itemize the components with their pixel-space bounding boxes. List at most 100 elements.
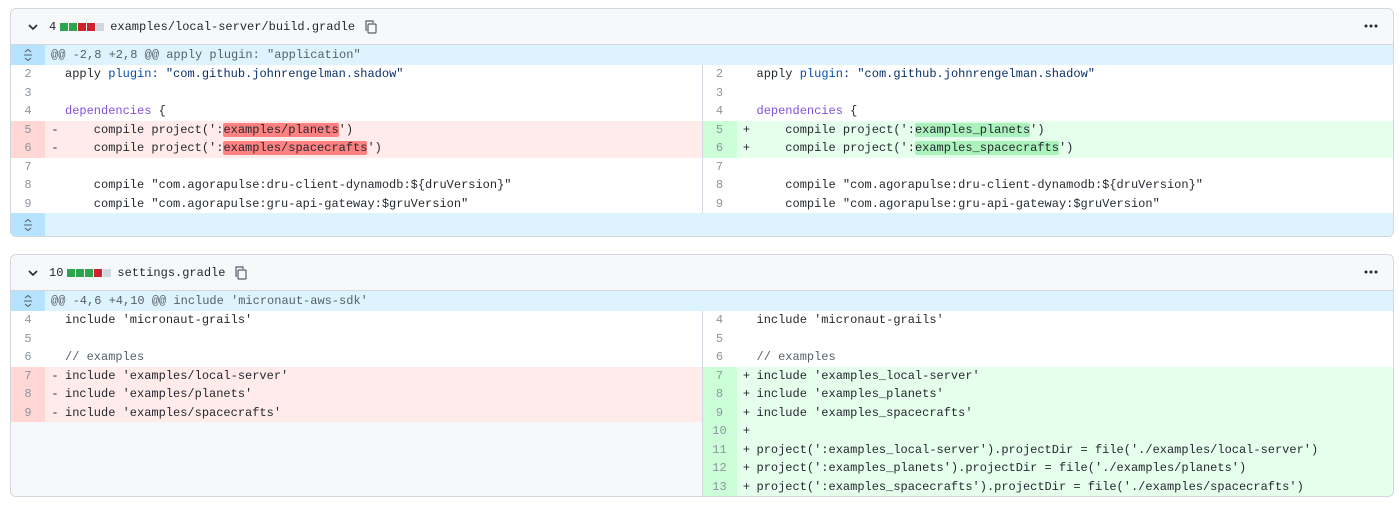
line-number[interactable]: 5 [702,120,737,139]
code-keyword: plugin [799,67,843,82]
code-token: apply [65,67,109,82]
diff-rows: 4 include 'micronaut-grails' 5 6 // exampl… [11,311,1393,496]
line-number[interactable]: 9 [715,196,724,211]
expand-down-icon[interactable] [11,213,45,236]
code-token: ') [367,141,382,156]
diff-line-added: 9+include 'examples_spacecrafts' [702,403,1393,422]
diffstat-block [96,22,105,31]
chevron-down-icon[interactable] [25,265,41,281]
chevron-down-icon[interactable] [25,19,41,35]
line-number[interactable]: 2 [24,67,32,82]
line-number[interactable]: 9 [702,403,737,422]
line-number[interactable]: 11 [702,440,737,459]
line-number[interactable]: 8 [715,178,724,193]
diff-line-added: 11+project(':examples_local-server').pro… [702,440,1393,459]
code-line: include 'examples/planets' [65,387,253,402]
kebab-menu-icon[interactable] [1363,264,1379,280]
code-line: compile "com.agorapulse:dru-client-dynam… [756,178,1203,193]
line-number[interactable]: 5 [24,331,32,346]
copy-icon[interactable] [363,19,379,35]
copy-icon[interactable] [233,265,249,281]
code-line: compile project(':examples/planets') [65,122,353,137]
diffstat-block [94,268,103,277]
line-number[interactable]: 8 [11,385,45,404]
code-line: include 'micronaut-grails' [756,313,944,328]
line-number[interactable]: 4 [715,313,724,328]
line-number[interactable]: 8 [702,385,737,404]
diff-marker: + [742,442,751,457]
diff-file-build-gradle: 4 examples/local-server/build.gradle @@ … [10,8,1394,237]
diff-rows: 2 apply plugin : "com.github.johnrengelman… [11,65,1393,213]
diff-line: 3 [703,84,1394,103]
kebab-menu-icon[interactable] [1363,18,1379,34]
line-number[interactable]: 13 [702,477,737,496]
line-number[interactable]: 10 [702,422,737,441]
line-number[interactable]: 5 [11,120,45,139]
code-token: { [151,104,166,119]
diff-line: 7 [703,158,1394,177]
code-token: compile project(': [65,122,224,137]
diff-line-added: 6+ compile project(':examples_spacecraft… [702,139,1393,158]
code-string: : "com.github.johnrengelman.shadow" [151,67,404,82]
file-header: 4 examples/local-server/build.gradle [11,9,1393,45]
line-number[interactable]: 12 [702,459,737,478]
diffstat-block [103,268,112,277]
line-number[interactable]: 3 [24,85,32,100]
diffstat-block [76,268,85,277]
diff-line-empty [11,422,702,441]
diff-line: 8 compile "com.agorapulse:dru-client-dyn… [703,176,1394,195]
file-name[interactable]: settings.gradle [117,265,226,280]
line-number[interactable]: 4 [24,104,32,119]
code-line: compile "com.agorapulse:gru-api-gateway:… [65,196,469,211]
line-number[interactable]: 4 [715,104,724,119]
line-number[interactable]: 7 [24,159,32,174]
line-number[interactable]: 6 [702,139,737,158]
hunk-text: @@ -2,8 +2,8 @@ apply plugin: "applicati… [51,48,361,62]
line-number[interactable]: 6 [24,350,32,365]
code-line: include 'examples_spacecrafts' [756,405,973,420]
expand-up-icon[interactable] [11,291,45,311]
diffstat [67,268,112,277]
expand-up-icon[interactable] [11,45,45,65]
deleted-highlight: examples/planets [223,122,339,137]
diff-line-added: 12+project(':examples_planets').projectD… [702,459,1393,478]
diff-line: 7 [11,158,702,177]
code-line: compile project(':examples_spacecrafts') [757,141,1073,156]
line-number[interactable]: 2 [715,67,724,82]
code-line: project(':examples_spacecrafts').project… [756,479,1304,494]
diff-marker: - [51,387,59,402]
code-line: compile "com.agorapulse:dru-client-dynam… [65,178,512,193]
diffstat [60,22,105,31]
code-line: project(':examples_planets').projectDir … [756,461,1247,476]
line-number[interactable]: 5 [715,331,724,346]
line-number-empty [11,459,45,478]
line-number[interactable]: 6 [715,350,724,365]
line-number[interactable]: 7 [11,366,45,385]
added-highlight: examples_planets [914,122,1031,137]
file-name[interactable]: examples/local-server/build.gradle [110,19,356,34]
diff-line-added: 10+ [702,422,1393,441]
line-number[interactable]: 7 [715,159,724,174]
line-number[interactable]: 7 [702,366,737,385]
line-number[interactable]: 3 [715,85,724,100]
diff-line-deleted: 5- compile project(':examples/planets') [11,120,702,139]
line-number-empty [11,422,45,441]
line-number[interactable]: 8 [24,178,32,193]
code-comment: // examples [65,350,145,365]
diff-line-added: 8+include 'examples_planets' [702,385,1393,404]
diff-line: 5 [703,330,1394,349]
diffstat-block [85,268,94,277]
line-number[interactable]: 6 [11,139,45,158]
code-token: ') [1030,122,1045,137]
line-number[interactable]: 4 [24,313,32,328]
line-number[interactable]: 9 [11,403,45,422]
diff-line: 5 [11,330,702,349]
line-number[interactable]: 9 [24,196,32,211]
code-line: include 'examples_planets' [756,387,944,402]
